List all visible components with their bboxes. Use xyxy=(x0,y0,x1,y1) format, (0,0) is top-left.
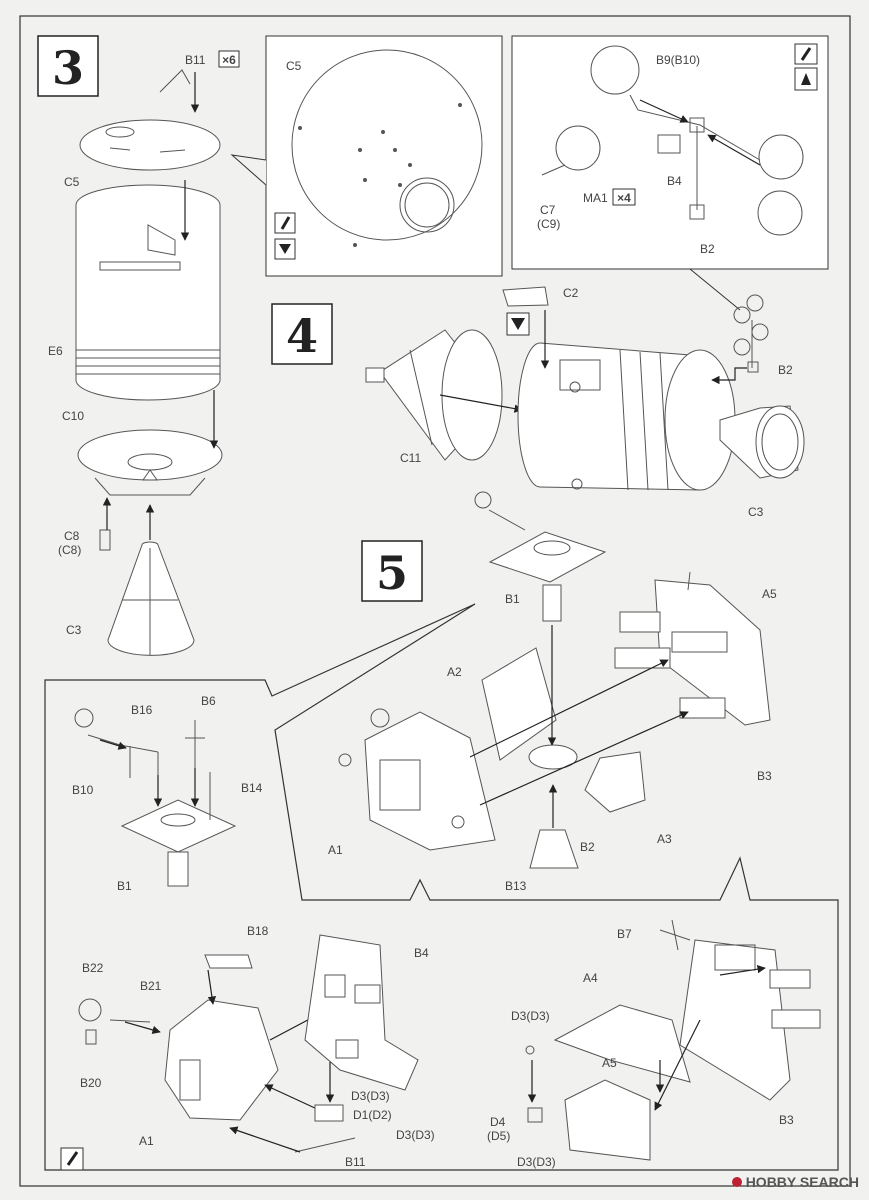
step-5-badge: 5 xyxy=(361,540,423,602)
label-b16: B16 xyxy=(131,703,153,717)
label-c5-left: C5 xyxy=(64,175,80,189)
glue-icon-4 xyxy=(60,1147,84,1171)
step-3-number: 3 xyxy=(52,41,84,95)
label-c3-right: C3 xyxy=(748,505,764,519)
svg-text:×6: ×6 xyxy=(222,53,236,67)
label-c7: C7 xyxy=(540,203,556,217)
label-d4: D4 xyxy=(490,1115,506,1129)
service-module-part xyxy=(517,342,736,491)
label-b13: B13 xyxy=(505,879,527,893)
label-b2-mid: B2 xyxy=(580,840,595,854)
label-a3: A3 xyxy=(657,832,672,846)
label-a5-bottom: A5 xyxy=(602,1056,617,1070)
c10-base-part xyxy=(77,429,223,496)
watermark: HOBBY SEARCH xyxy=(731,1174,859,1190)
label-b21: B21 xyxy=(140,979,162,993)
c2-part xyxy=(502,286,549,307)
b13-part xyxy=(529,829,579,869)
label-b11-top: B11 xyxy=(185,53,206,67)
arrow-antenna-to-sm xyxy=(711,367,747,385)
label-b10: B10 xyxy=(72,783,94,797)
label-a1-bottom: A1 xyxy=(139,1134,154,1148)
label-d5: (D5) xyxy=(487,1129,510,1143)
label-b18: B18 xyxy=(247,924,269,938)
label-d3-a: D3(D3) xyxy=(351,1089,390,1103)
label-b11-bottom: B11 xyxy=(345,1155,366,1169)
label-c2: C2 xyxy=(563,286,579,300)
arrow-a1-to-a5-1 xyxy=(469,659,669,758)
step-5-frame xyxy=(44,603,839,1171)
label-a1-mid: A1 xyxy=(328,843,343,857)
a2-panel-part xyxy=(481,647,557,761)
label-b1-left: B1 xyxy=(117,879,132,893)
page-frame xyxy=(19,15,851,1187)
c3-nozzle-left-part xyxy=(107,541,195,656)
a3-tank-part xyxy=(584,751,646,813)
c8-part xyxy=(99,529,111,551)
label-b20: B20 xyxy=(80,1076,102,1090)
antenna-detail-callout: B9(B10) B4 C7 (C9) MA1 ×4 B2 xyxy=(511,35,829,311)
c5-detail-callout: C5 xyxy=(230,35,503,277)
d1-bracket-part xyxy=(314,1104,344,1122)
arrow-a1-to-a5-2 xyxy=(479,711,689,806)
label-b3-bottom: B3 xyxy=(779,1113,794,1127)
label-ma1: MA1 xyxy=(583,191,608,205)
e6-cylinder-part xyxy=(75,184,221,401)
qty-6-badge: ×6 xyxy=(218,50,240,68)
label-b2-top: B2 xyxy=(700,242,715,256)
label-c7-alt: (C9) xyxy=(537,217,560,231)
c11-cone-part xyxy=(365,329,503,461)
a1-module-mid-part xyxy=(338,708,496,851)
a4-a5-assembly-part xyxy=(525,919,821,1161)
paint-icon-3 xyxy=(506,312,530,336)
label-b1-mid: B1 xyxy=(505,592,520,606)
label-c3-left: C3 xyxy=(66,623,82,637)
label-d3-c: D3(D3) xyxy=(511,1009,550,1023)
label-b4-bottom: B4 xyxy=(414,946,429,960)
label-b2-right: B2 xyxy=(778,363,793,377)
qty-4-badge xyxy=(612,188,636,206)
label-d3-d: D3(D3) xyxy=(517,1155,556,1169)
label-b6: B6 xyxy=(201,694,216,708)
watermark-logo-icon xyxy=(731,1177,742,1187)
label-d3-b: D3(D3) xyxy=(396,1128,435,1142)
label-d1: D1(D2) xyxy=(353,1108,392,1122)
label-c8: C8 xyxy=(64,529,80,543)
label-c10: C10 xyxy=(62,409,84,423)
arrow-c11-to-sm xyxy=(439,394,523,413)
b1-platform-mid-part xyxy=(474,491,607,622)
b11-pin-part xyxy=(159,69,191,93)
a1-detail-part xyxy=(78,954,356,1153)
label-a2: A2 xyxy=(447,665,462,679)
label-e6: E6 xyxy=(48,344,63,358)
label-b22: B22 xyxy=(82,961,104,975)
label-b3-mid: B3 xyxy=(757,769,772,783)
label-a5-mid: A5 xyxy=(762,587,777,601)
watermark-text: HOBBY SEARCH xyxy=(745,1174,859,1190)
step-5-number: 5 xyxy=(376,546,408,600)
label-b9: B9(B10) xyxy=(656,53,700,67)
svg-text:×4: ×4 xyxy=(617,191,631,205)
c3-nozzle-right-part xyxy=(719,405,805,479)
step-3-badge: 3 xyxy=(37,35,99,97)
b1-detail-part xyxy=(74,708,237,887)
label-b14: B14 xyxy=(241,781,263,795)
c5-disk-part xyxy=(79,119,221,171)
label-c11: C11 xyxy=(400,451,421,465)
label-b4-top: B4 xyxy=(667,174,682,188)
label-c8-alt: (C8) xyxy=(58,543,81,557)
antenna-assembly-part xyxy=(733,294,769,373)
a5-assembly-part xyxy=(614,571,771,726)
label-b7: B7 xyxy=(617,927,632,941)
step-4-number: 4 xyxy=(286,309,318,363)
label-a4: A4 xyxy=(583,971,598,985)
b4-panel-bottom-part xyxy=(304,934,419,1091)
step-4-badge: 4 xyxy=(271,303,333,365)
label-c5-detail: C5 xyxy=(286,59,302,73)
